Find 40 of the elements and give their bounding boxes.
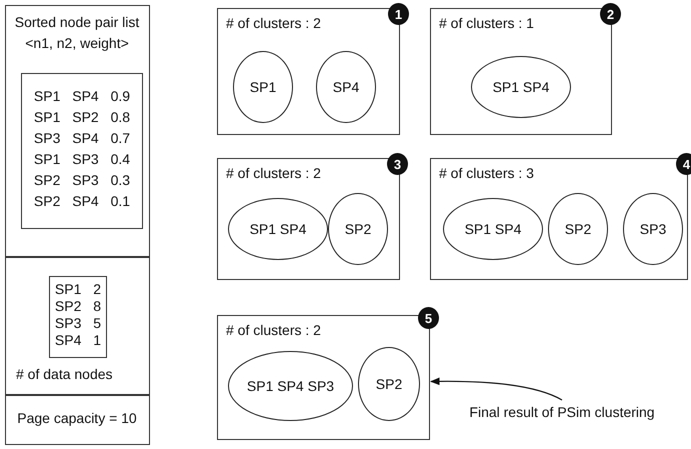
table-row-text: SP3 5 [54,315,102,332]
table-box [49,276,107,358]
table-row-text: SP3 SP4 0.7 [32,129,132,148]
cluster-ellipse: SP1 SP4 SP3 [228,351,353,421]
table-box [21,73,143,229]
step-number-badge: 4 [676,153,691,175]
cluster-count-heading: # of clusters : 3 [439,165,534,181]
leader-arrow [430,378,562,401]
step-number-badge: 5 [418,307,439,329]
table-row-text: SP2 8 [54,298,102,315]
cluster-ellipse: SP4 [316,51,376,123]
cluster-count-heading: # of clusters : 1 [439,15,534,31]
cluster-count-heading: # of clusters : 2 [226,15,321,31]
panel-heading: # of data nodes [16,366,113,382]
panel-heading: Page capacity = 10 [16,410,138,426]
step-number-badge: 2 [600,3,621,25]
cluster-ellipse: SP1 [233,51,293,123]
table-row-text: SP1 SP2 0.8 [32,108,132,127]
table-row-text: SP1 SP4 0.9 [32,87,132,106]
table-row-text: SP1 SP3 0.4 [32,150,132,169]
annotation-text: Final result of PSim clustering [452,400,672,424]
cluster-ellipse: SP3 [623,193,683,265]
cluster-ellipse: SP2 [328,193,388,265]
list-panel [5,257,150,395]
step-number-badge: 3 [387,153,408,175]
step-number-badge: 1 [388,3,409,25]
table-row-text: SP2 SP3 0.3 [32,171,132,190]
cluster-ellipse: SP2 [548,193,608,265]
panel-heading: Sorted node pair list <n1, n2, weight> [14,13,140,53]
cluster-ellipse: SP1 SP4 [228,198,328,260]
list-panel [5,5,150,257]
list-panel [5,395,150,445]
cluster-count-heading: # of clusters : 2 [226,322,321,338]
table-row-text: SP2 SP4 0.1 [32,192,132,211]
cluster-ellipse: SP1 SP4 [443,198,543,260]
cluster-count-heading: # of clusters : 2 [226,165,321,181]
table-row-text: SP1 2 [54,281,102,298]
table-row-text: SP4 1 [54,332,102,349]
cluster-ellipse: SP2 [358,347,420,421]
cluster-ellipse: SP1 SP4 [471,56,571,118]
